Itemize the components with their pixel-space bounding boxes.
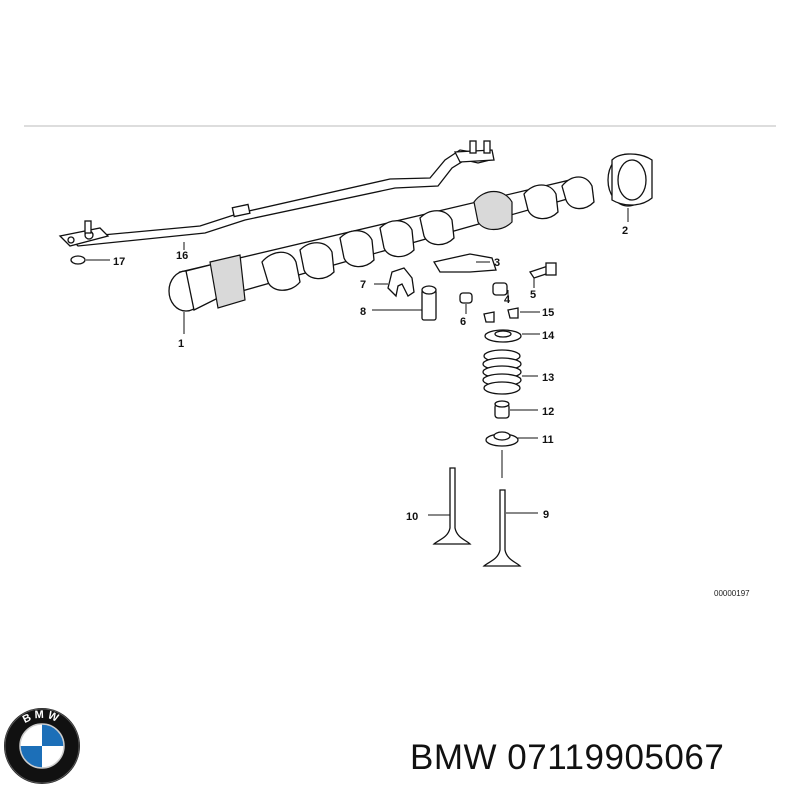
- part-bush: [459, 292, 473, 304]
- part-eccentric: [492, 282, 508, 296]
- callout-8: 8: [360, 306, 366, 318]
- part-oil-spray-tube: [58, 140, 495, 247]
- bmw-logo: BMW: [4, 708, 80, 784]
- part-clamp: [387, 267, 415, 298]
- callout-2: 2: [622, 225, 628, 237]
- part-valve-stem-seal: [494, 400, 510, 419]
- part-valve-cotters: [483, 307, 519, 323]
- callout-11: 11: [542, 434, 554, 446]
- callout-10: 10: [406, 511, 418, 523]
- part-valve-spring: [482, 349, 522, 395]
- part-number-caption: BMW 07119905067: [410, 738, 725, 777]
- part-rocker-arm: [432, 253, 497, 273]
- part-seal-ring: [607, 153, 653, 207]
- callout-9: 9: [543, 509, 549, 521]
- callout-13: 13: [542, 372, 554, 384]
- leader-lines: [86, 208, 629, 516]
- part-hydraulic-lifter: [421, 285, 437, 321]
- callout-15: 15: [542, 307, 554, 319]
- part-intake-valve: [432, 467, 472, 545]
- callout-5: 5: [530, 289, 536, 301]
- part-spring-seat: [485, 431, 519, 447]
- callout-12: 12: [542, 406, 554, 418]
- diagram-reference-number: 00000197: [714, 589, 750, 598]
- part-exhaust-valve: [482, 489, 522, 567]
- part-washer: [70, 255, 86, 265]
- callout-4: 4: [504, 294, 511, 306]
- callout-3: 3: [494, 257, 500, 269]
- callout-14: 14: [542, 330, 555, 342]
- part-adjusting-screw: [528, 262, 557, 279]
- callout-7: 7: [360, 279, 366, 291]
- part-camshaft: [168, 176, 595, 312]
- callout-16: 16: [176, 250, 188, 262]
- callout-1: 1: [178, 338, 184, 350]
- part-spring-retainer: [484, 329, 522, 343]
- callout-17: 17: [113, 256, 125, 268]
- callout-6: 6: [460, 316, 466, 328]
- svg-text:BMW: BMW: [21, 709, 63, 726]
